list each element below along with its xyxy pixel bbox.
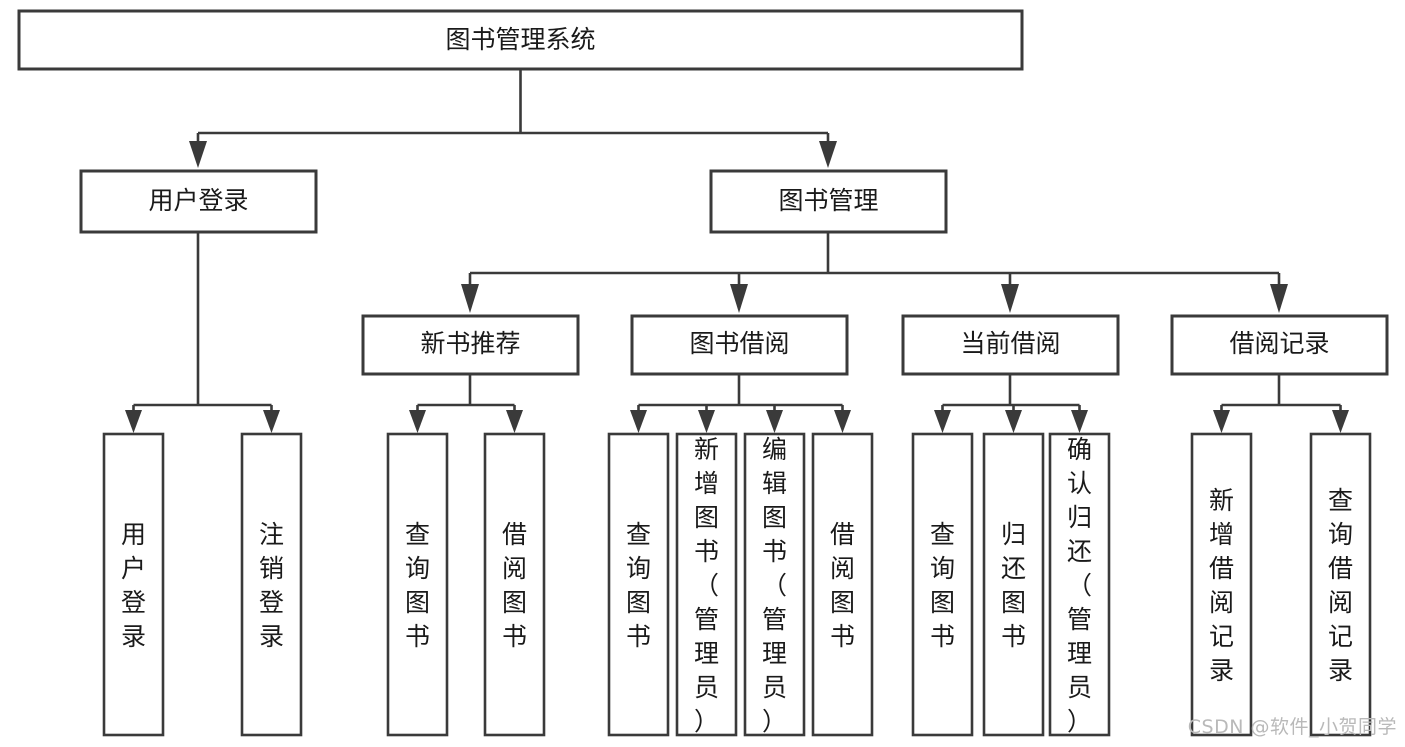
node-leaf-return-book-label: 归还图书 bbox=[1001, 520, 1026, 651]
node-borrow-records-label: 借阅记录 bbox=[1229, 329, 1329, 358]
connector-layer bbox=[125, 69, 1349, 433]
node-leaf-query-book-1-label: 查询图书 bbox=[405, 520, 430, 651]
arrow-head-leaf-confirm-return bbox=[1071, 410, 1088, 433]
arrow-head-leaf-query-book-3 bbox=[934, 410, 951, 433]
arrow-head-leaf-query-book-2 bbox=[630, 410, 647, 433]
node-leaf-edit-book-label: 编辑图书（管理员） bbox=[762, 435, 787, 736]
edge-bookborrow-to-leaves bbox=[630, 374, 851, 433]
csdn-watermark: CSDN @软件_小贺同学 bbox=[1187, 716, 1397, 738]
node-borrow-records[interactable]: 借阅记录 bbox=[1170, 314, 1389, 376]
edge-bookmgmt-to-level3 bbox=[461, 232, 1288, 313]
node-current-borrow[interactable]: 当前借阅 bbox=[901, 314, 1120, 376]
node-root[interactable]: 图书管理系统 bbox=[17, 9, 1024, 71]
node-root-label: 图书管理系统 bbox=[445, 25, 595, 54]
arrow-head-leaf-borrow-book-1 bbox=[506, 410, 523, 433]
edge-userlogin-to-leaves bbox=[125, 232, 280, 433]
node-book-management[interactable]: 图书管理 bbox=[709, 169, 948, 234]
arrow-head-book-borrow bbox=[730, 284, 748, 313]
node-leaf-borrow-book-2-label: 借阅图书 bbox=[830, 520, 855, 651]
edge-borrowrecords-to-leaves bbox=[1213, 374, 1349, 433]
leaf-node-layer: 用户登录 注销登录 查询图书 借阅图书 查询图书 新增图书（管理员） 编辑图书（管理员） 借阅… bbox=[102, 432, 1372, 737]
arrow-head-leaf-add-record bbox=[1213, 410, 1230, 433]
node-book-borrow[interactable]: 图书借阅 bbox=[630, 314, 849, 376]
node-leaf-borrow-book-1[interactable]: 借阅图书 bbox=[483, 432, 546, 737]
node-book-borrow-label: 图书借阅 bbox=[689, 329, 789, 358]
node-leaf-user-login[interactable]: 用户登录 bbox=[102, 432, 165, 737]
edge-newbook-to-leaves bbox=[409, 374, 523, 433]
node-current-borrow-label: 当前借阅 bbox=[960, 329, 1060, 358]
node-leaf-query-book-2[interactable]: 查询图书 bbox=[607, 432, 670, 737]
node-leaf-logout-label: 注销登录 bbox=[259, 520, 284, 651]
node-leaf-add-record[interactable]: 新增借阅记录 bbox=[1190, 432, 1253, 737]
arrow-head-new-book-recommend bbox=[461, 284, 479, 313]
node-leaf-logout[interactable]: 注销登录 bbox=[240, 432, 303, 737]
edge-currentborrow-to-leaves bbox=[934, 374, 1088, 433]
node-leaf-confirm-return[interactable]: 确认归还（管理员） bbox=[1048, 432, 1111, 737]
arrow-head-leaf-add-book bbox=[698, 410, 715, 433]
node-leaf-add-book-label: 新增图书（管理员） bbox=[694, 435, 719, 736]
node-new-book-recommend[interactable]: 新书推荐 bbox=[361, 314, 580, 376]
arrow-head-book-management bbox=[819, 141, 837, 168]
node-leaf-confirm-return-label: 确认归还（管理员） bbox=[1067, 435, 1092, 736]
node-leaf-query-book-3[interactable]: 查询图书 bbox=[911, 432, 974, 737]
arrow-head-leaf-logout bbox=[263, 410, 280, 433]
arrow-head-leaf-edit-book bbox=[766, 410, 783, 433]
node-leaf-query-book-1[interactable]: 查询图书 bbox=[386, 432, 449, 737]
arrow-head-leaf-borrow-book-2 bbox=[834, 410, 851, 433]
node-leaf-query-book-2-label: 查询图书 bbox=[626, 520, 651, 651]
edge-root-to-level2 bbox=[189, 69, 837, 168]
node-leaf-user-login-label: 用户登录 bbox=[121, 520, 146, 651]
node-leaf-add-book[interactable]: 新增图书（管理员） bbox=[675, 432, 738, 737]
node-leaf-query-record-label: 查询借阅记录 bbox=[1328, 486, 1353, 685]
arrow-head-leaf-query-book-1 bbox=[409, 410, 426, 433]
arrow-head-borrow-records bbox=[1270, 284, 1288, 313]
arrow-head-user-login bbox=[189, 141, 207, 168]
node-leaf-query-book-3-label: 查询图书 bbox=[930, 520, 955, 651]
arrow-head-leaf-query-record bbox=[1332, 410, 1349, 433]
node-leaf-borrow-book-2[interactable]: 借阅图书 bbox=[811, 432, 874, 737]
node-leaf-return-book[interactable]: 归还图书 bbox=[982, 432, 1045, 737]
arrow-head-leaf-return-book bbox=[1005, 410, 1022, 433]
node-leaf-add-record-label: 新增借阅记录 bbox=[1209, 486, 1234, 685]
node-leaf-edit-book[interactable]: 编辑图书（管理员） bbox=[743, 432, 806, 737]
arrow-head-current-borrow bbox=[1001, 284, 1019, 313]
node-book-management-label: 图书管理 bbox=[778, 186, 878, 215]
arrow-head-leaf-user-login bbox=[125, 410, 142, 433]
node-leaf-borrow-book-1-label: 借阅图书 bbox=[502, 520, 527, 651]
node-leaf-query-record[interactable]: 查询借阅记录 bbox=[1309, 432, 1372, 737]
node-new-book-recommend-label: 新书推荐 bbox=[420, 329, 520, 358]
node-user-login[interactable]: 用户登录 bbox=[79, 169, 318, 234]
node-user-login-label: 用户登录 bbox=[148, 186, 248, 215]
